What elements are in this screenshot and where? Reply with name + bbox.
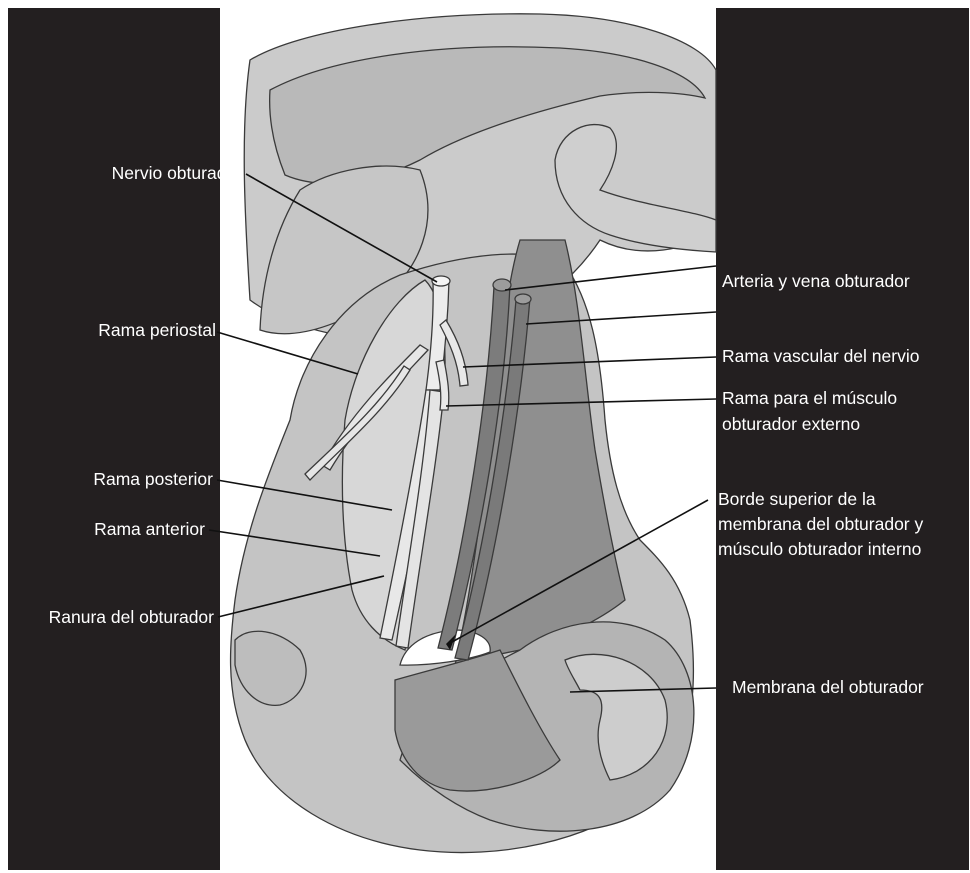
label-rama-posterior: Rama posterior [93, 469, 213, 489]
label-rama-periostal: Rama periostal [98, 320, 216, 340]
left-dark-panel [8, 8, 220, 870]
label-arteria-vena: Arteria y vena obturador [722, 271, 910, 291]
label-nervio-obturador: Nervio obturador [112, 163, 243, 183]
label-membrana: Membrana del obturador [732, 677, 924, 697]
label-borde-superior-line3: músculo obturador interno [718, 539, 921, 559]
label-ranura-obturador: Ranura del obturador [49, 607, 215, 627]
vein-cut-end [515, 294, 531, 304]
label-rama-anterior: Rama anterior [94, 519, 205, 539]
label-rama-vascular: Rama vascular del nervio [722, 346, 919, 366]
label-borde-superior-line2: membrana del obturador y [718, 514, 923, 534]
label-rama-musculo-line1: Rama para el músculo [722, 388, 897, 408]
label-rama-musculo-line2: obturador externo [722, 414, 860, 434]
pelvis-illustration [231, 14, 716, 853]
right-dark-panel [716, 8, 969, 870]
label-borde-superior-line1: Borde superior de la [718, 489, 876, 509]
